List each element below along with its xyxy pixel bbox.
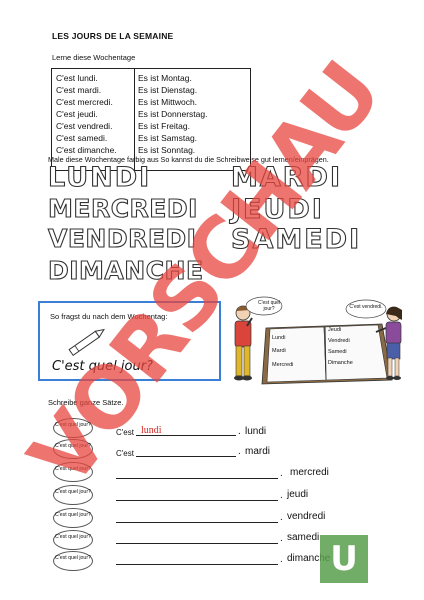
day-word: dimanche [287, 553, 331, 564]
page-label-jeudi: Jeudi [328, 327, 342, 333]
table-row: C'est mercredi.Es ist Mittwoch. [56, 97, 198, 107]
outline-word-mardi: MARDI [230, 162, 343, 193]
speech-bubble: C'est quel jour? [53, 530, 93, 550]
answer-line[interactable] [116, 468, 278, 479]
page-label-mercredi: Mercredi [272, 362, 294, 368]
row-dot: . [280, 512, 283, 523]
table-row: C'est samedi.Es ist Samstag. [56, 133, 198, 143]
day-word: jeudi [287, 489, 309, 500]
page-label-vendredi: Vendredi [328, 338, 350, 344]
day-word: samedi [287, 532, 320, 543]
speech-bubble: C'est quel jour? [53, 439, 93, 459]
row-dot: . [280, 533, 283, 544]
brand-logo: U [320, 535, 368, 583]
outline-word-mercredi: MERCREDI [47, 194, 198, 223]
speech-bubble: C'est quel jour? [53, 508, 93, 528]
answer-line[interactable] [136, 446, 236, 457]
page-label-samedi: Samedi [328, 349, 347, 355]
speech-bubble: C'est quel jour? [53, 485, 93, 505]
day-word: mardi [245, 446, 271, 457]
page-label-lundi: Lundi [272, 335, 286, 341]
question-box-text: So fragst du nach dem Wochentag: [50, 312, 168, 321]
day-word: mercredi [290, 467, 329, 478]
answer-line[interactable] [136, 425, 236, 436]
cest-label: C'est [116, 428, 134, 437]
table-row: C'est lundi.Es ist Montag. [56, 73, 192, 83]
outline-word-jeudi: JEUDI [230, 194, 324, 225]
table-row: C'est mardi.Es ist Dienstag. [56, 85, 198, 95]
speech-bubble: C'est quel jour? [53, 462, 93, 482]
row-dot: . [280, 490, 283, 501]
page-label-dimanche: Dimanche [328, 360, 353, 366]
answer-line[interactable] [116, 490, 278, 501]
row-dot: . [238, 426, 241, 437]
bubble-right-text: C'est vendredi. [349, 304, 383, 310]
answer-line[interactable] [116, 512, 278, 523]
answer-line[interactable] [116, 533, 278, 544]
girl-figure [375, 306, 402, 380]
outline-word-samedi: SAMEDI [230, 224, 362, 255]
pencil-icon [68, 328, 105, 357]
table-row: C'est jeudi.Es ist Donnerstag. [56, 109, 208, 119]
instruction-learn: Lerne diese Wochentage [52, 53, 136, 62]
cest-label: C'est [116, 449, 134, 458]
table-divider [134, 69, 135, 170]
illustration [234, 296, 402, 385]
answer-line[interactable] [116, 554, 278, 565]
row-dot: . [238, 446, 241, 457]
instruction-color: Male diese Wochentage farbig aus So kann… [48, 155, 329, 164]
row-dot: . [280, 468, 283, 479]
table-row: C'est dimanche.Es ist Sonntag. [56, 145, 196, 155]
day-word: vendredi [287, 511, 326, 522]
day-word: lundi [245, 426, 267, 437]
outline-word-vendredi: VENDREDI [47, 224, 197, 253]
logo-letter: U [330, 539, 358, 579]
row-dot: . [280, 554, 283, 565]
table-row: C'est vendredi.Es ist Freitag. [56, 121, 190, 131]
speech-bubble: C'est quel jour? [53, 418, 93, 438]
question-text: C'est quel jour? [52, 359, 153, 374]
vocab-table: C'est lundi.Es ist Montag. C'est mardi.E… [51, 68, 251, 171]
example-answer: lundi [141, 425, 162, 436]
outline-word-lundi: LUNDI [47, 162, 152, 193]
boy-figure [234, 305, 253, 381]
bubble-left-text: C'est quel jour? [257, 300, 281, 312]
speech-bubble: C'est quel jour? [53, 551, 93, 571]
page-title: LES JOURS DE LA SEMAINE [52, 31, 174, 41]
planner-book [261, 323, 393, 385]
page-label-mardi: Mardi [272, 348, 286, 354]
question-box: So fragst du nach dem Wochentag: C'est q… [38, 301, 221, 381]
instruction-write: Schreibe ganze Sätze. [48, 398, 124, 407]
outline-word-dimanche: DIMANCHE [47, 256, 204, 285]
